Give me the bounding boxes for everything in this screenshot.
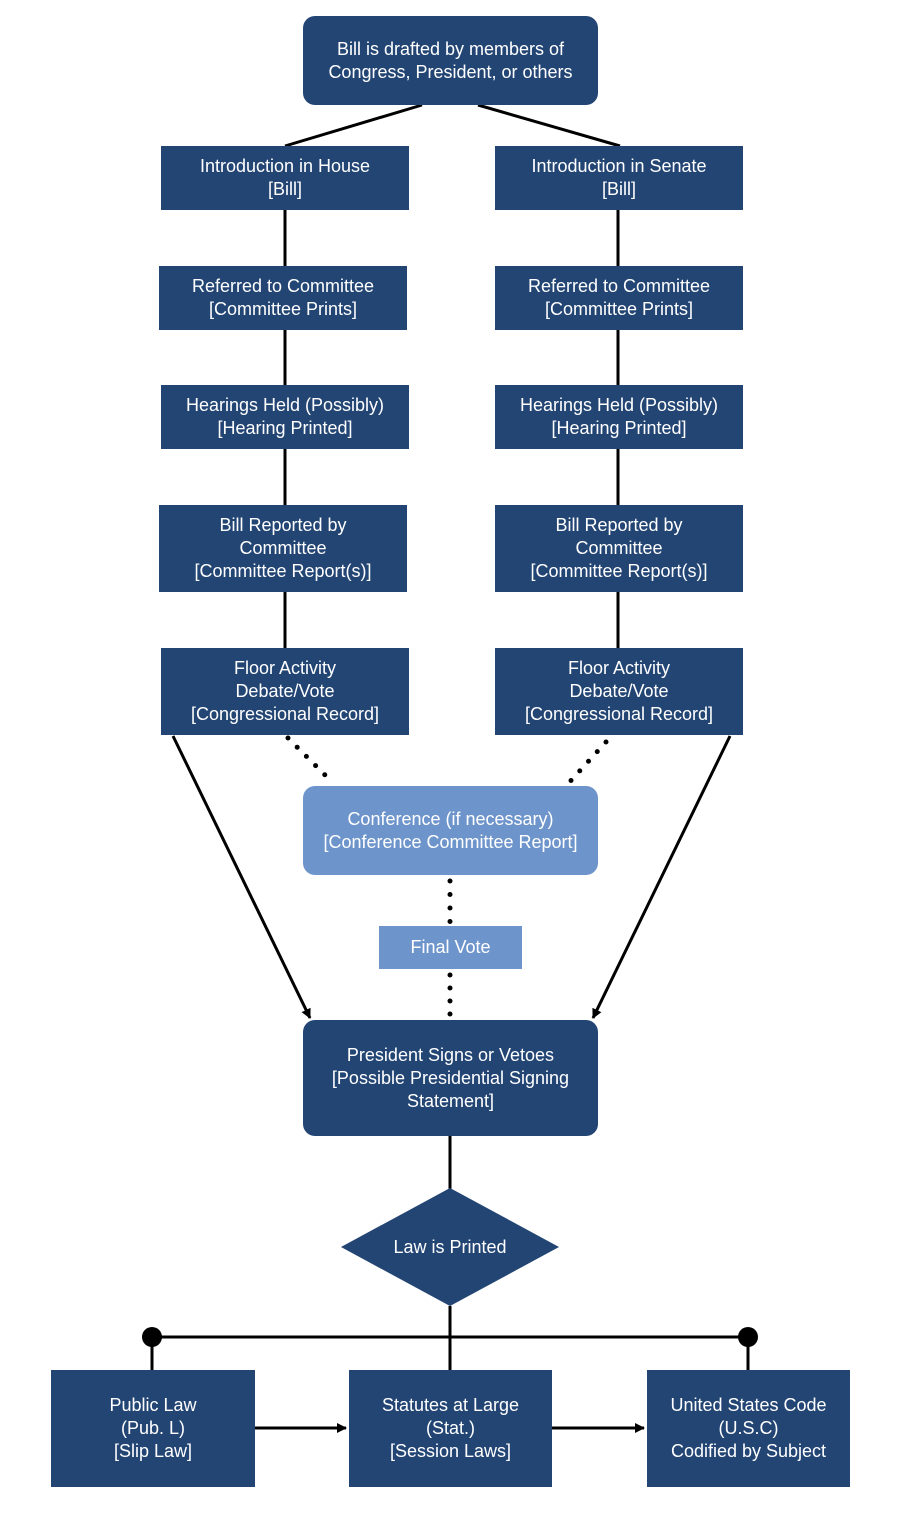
dotted-senate-floor-to-conference xyxy=(563,739,609,789)
house-hearings-line-1: Hearings Held (Possibly) xyxy=(185,395,385,415)
house-introduction-node: Introduction in House [Bill] xyxy=(161,146,409,210)
house-referred-line-2: [Committee Prints] xyxy=(208,299,358,319)
statutes-line-1: Statutes at Large xyxy=(381,1395,520,1415)
arrow-senate-floor-to-president xyxy=(591,735,732,1019)
conference-line-1: Conference (if necessary) xyxy=(347,808,554,829)
bill-drafted-line-2: Congress, President, or others xyxy=(328,61,573,82)
senate-reported-node: Bill Reported by Committee [Committee Re… xyxy=(495,505,743,592)
house-reported-line-3: [Committee Report(s)] xyxy=(194,561,372,581)
senate-introduction-line-1: Introduction in Senate xyxy=(531,156,707,176)
house-floor-node: Floor Activity Debate/Vote [Congressiona… xyxy=(161,648,409,735)
house-referred-line-1: Referred to Committee xyxy=(191,276,375,296)
edge-draft-to-house xyxy=(284,103,423,148)
senate-referred-line-2: [Committee Prints] xyxy=(544,299,694,319)
senate-floor-line-3: [Congressional Record] xyxy=(524,704,714,724)
president-line-2: [Possible Presidential Signing xyxy=(331,1067,570,1088)
bill-drafted-node: Bill is drafted by members of Congress, … xyxy=(303,16,598,105)
house-floor-line-1: Floor Activity xyxy=(233,658,336,678)
law-printed-diamond xyxy=(341,1188,559,1306)
usc-line-2: (U.S.C) xyxy=(718,1418,779,1438)
public-law-line-3: [Slip Law] xyxy=(113,1441,193,1461)
public-law-node: Public Law (Pub. L) [Slip Law] xyxy=(51,1370,255,1487)
president-line-3: Statement] xyxy=(406,1090,495,1111)
usc-line-1: United States Code xyxy=(670,1395,827,1415)
house-hearings-line-2: [Hearing Printed] xyxy=(217,418,353,438)
dotted-house-floor-to-conference xyxy=(285,735,335,785)
arrow-house-floor-to-president xyxy=(171,735,312,1019)
senate-hearings-node: Hearings Held (Possibly) [Hearing Printe… xyxy=(495,385,743,449)
statutes-line-3: [Session Laws] xyxy=(389,1441,512,1461)
house-hearings-node: Hearings Held (Possibly) [Hearing Printe… xyxy=(161,385,409,449)
senate-floor-line-2: Debate/Vote xyxy=(569,681,669,701)
statutes-node: Statutes at Large (Stat.) [Session Laws] xyxy=(349,1370,552,1487)
house-reported-line-1: Bill Reported by xyxy=(219,515,347,535)
house-reported-line-2: Committee xyxy=(239,538,327,558)
conference-line-2: [Conference Committee Report] xyxy=(323,831,578,852)
senate-floor-node: Floor Activity Debate/Vote [Congressiona… xyxy=(495,648,743,735)
senate-floor-line-1: Floor Activity xyxy=(567,658,670,678)
house-referred-node: Referred to Committee [Committee Prints] xyxy=(159,266,407,330)
president-line-1: President Signs or Vetoes xyxy=(346,1044,555,1065)
house-introduction-line-2: [Bill] xyxy=(267,179,302,199)
bill-drafted-line-1: Bill is drafted by members of xyxy=(336,38,565,59)
final-vote-label: Final Vote xyxy=(410,937,491,957)
senate-referred-line-1: Referred to Committee xyxy=(527,276,711,296)
senate-hearings-line-2: [Hearing Printed] xyxy=(551,418,687,438)
senate-introduction-node: Introduction in Senate [Bill] xyxy=(495,146,743,210)
edge-draft-to-senate xyxy=(477,103,621,148)
senate-hearings-line-1: Hearings Held (Possibly) xyxy=(519,395,719,415)
statutes-line-2: (Stat.) xyxy=(425,1418,475,1438)
senate-introduction-line-2: [Bill] xyxy=(601,179,636,199)
house-floor-line-2: Debate/Vote xyxy=(235,681,335,701)
conference-node: Conference (if necessary) [Conference Co… xyxy=(303,786,598,875)
public-law-line-2: (Pub. L) xyxy=(120,1418,185,1438)
house-floor-line-3: [Congressional Record] xyxy=(190,704,380,724)
president-node: President Signs or Vetoes [Possible Pres… xyxy=(303,1020,598,1136)
law-printed-label: Law is Printed xyxy=(393,1237,507,1257)
house-introduction-line-1: Introduction in House xyxy=(199,156,371,176)
senate-reported-line-1: Bill Reported by xyxy=(555,515,683,535)
usc-node: United States Code (U.S.C) Codified by S… xyxy=(647,1370,850,1487)
public-law-line-1: Public Law xyxy=(109,1395,197,1415)
senate-reported-line-3: [Committee Report(s)] xyxy=(530,561,708,581)
house-reported-node: Bill Reported by Committee [Committee Re… xyxy=(159,505,407,592)
senate-referred-node: Referred to Committee [Committee Prints] xyxy=(495,266,743,330)
final-vote-node: Final Vote xyxy=(379,926,522,969)
senate-reported-line-2: Committee xyxy=(575,538,663,558)
usc-line-3: Codified by Subject xyxy=(670,1441,827,1461)
